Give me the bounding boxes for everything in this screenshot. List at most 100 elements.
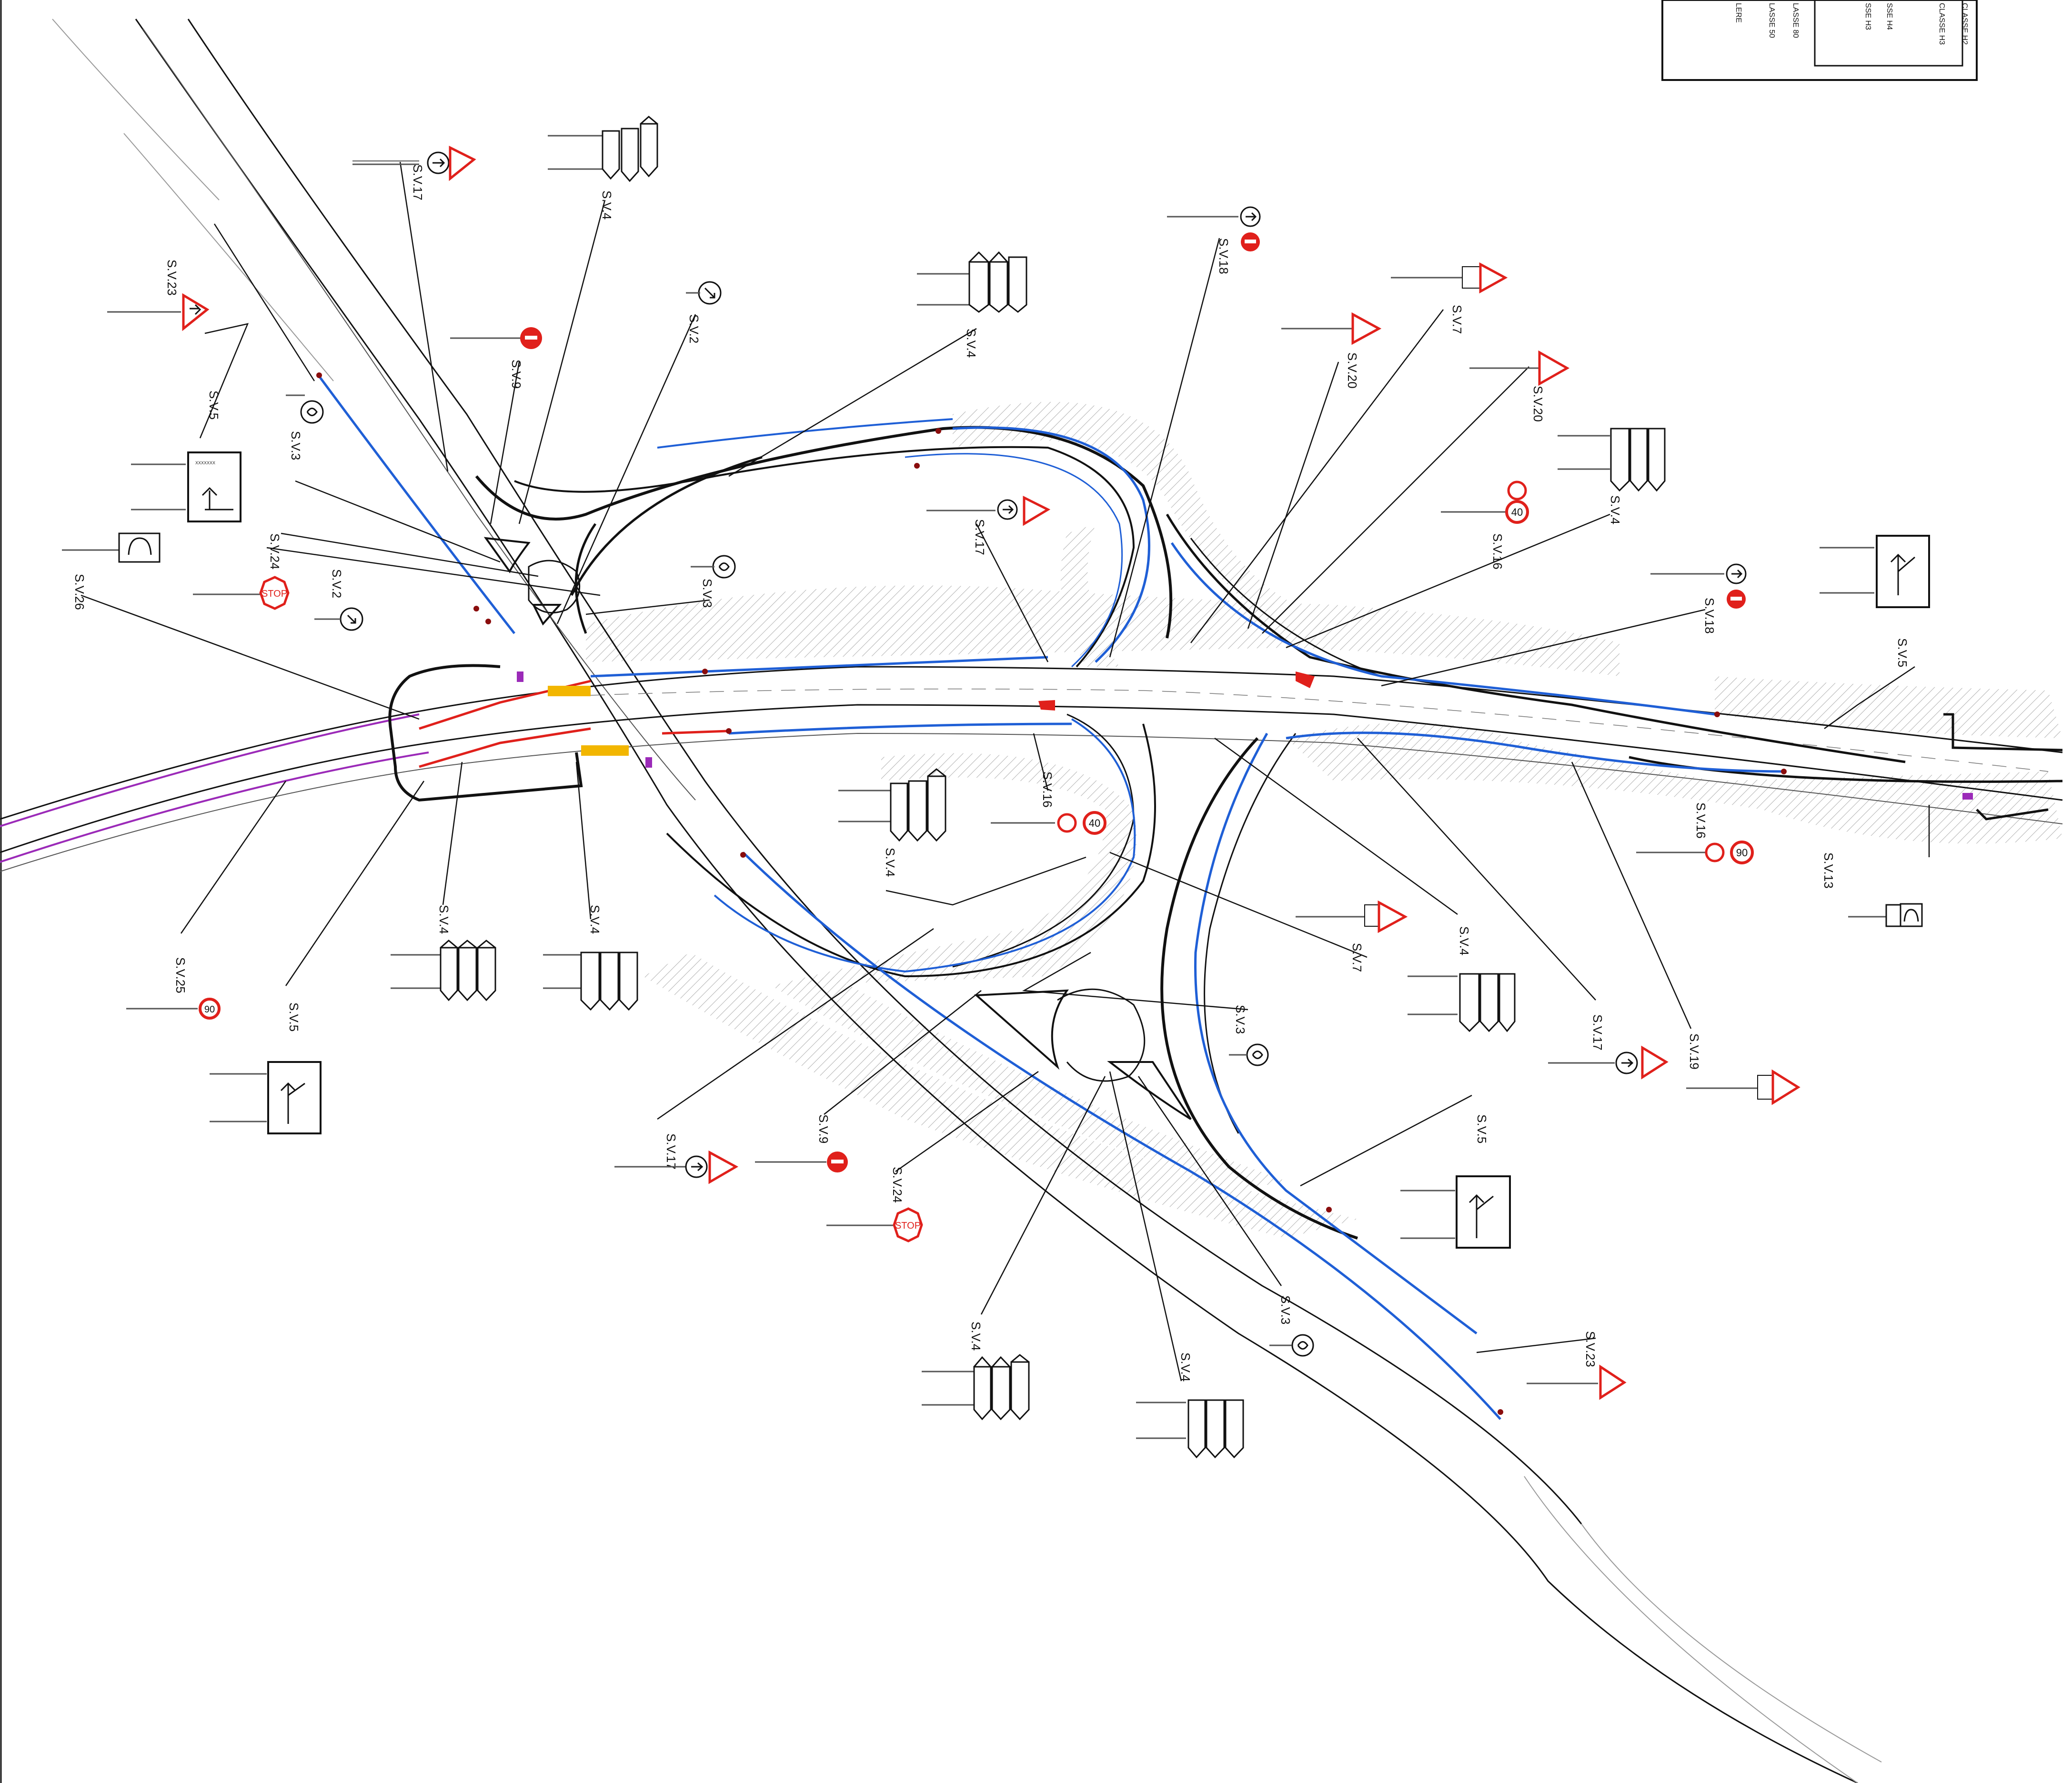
stop-sign-text: STOP: [895, 1221, 921, 1231]
lane-diagram-sign-icon: [1456, 1175, 1511, 1249]
sign-code: S.V.4: [969, 1322, 983, 1351]
sign-code: S.V.4: [1178, 1352, 1193, 1382]
sign-sv17-center: S.V.17: [926, 495, 1051, 555]
sign-code: S.V.24: [268, 533, 282, 570]
sign-sv4-sw1: S.V.4: [391, 905, 496, 1002]
sign-code: S.V.7: [1350, 943, 1364, 972]
sign-code: S.V.5: [1895, 638, 1910, 667]
sign-sv4-ne: S.V.4: [1558, 428, 1666, 524]
sign-sv16-right: S.V.16 90: [1636, 802, 1754, 864]
roundabout-sign-icon: [300, 400, 324, 424]
road-network: [0, 19, 2063, 1783]
speed-limit-90-sign-icon: [199, 998, 221, 1020]
sign-sv4-se: S.V.4: [1408, 926, 1516, 1032]
speed-limit-40-sign-icon: [1083, 811, 1106, 835]
sign-code: S.V.26: [72, 574, 87, 610]
sign-code: S.V.16: [1490, 533, 1505, 570]
sign-code: S.V.3: [1233, 1005, 1247, 1034]
sign-code: S.V.3: [700, 579, 714, 608]
yield-sign-icon: [1641, 1045, 1669, 1080]
sign-sv3-left: S.V.3: [286, 394, 324, 460]
sign-sv4-south2: S.V.4: [1136, 1352, 1244, 1459]
sign-sv26-left: S.V.26: [62, 532, 161, 610]
yield-sign-icon: [1023, 495, 1051, 526]
lane-diagram-sign-icon: [267, 1061, 322, 1134]
sign-code: S.V.25: [173, 957, 188, 993]
sign-sv18-right: S.V.18: [1650, 563, 1747, 634]
sign-sv24-left: S.V.24 STOP: [193, 533, 290, 610]
legend-item: SSE H3: [1864, 3, 1872, 30]
sign-sv9-top: S.V.9: [450, 327, 542, 389]
sign-sv4-cs: S.V.4: [838, 768, 946, 877]
sign-sv2-top: S.V.2: [686, 281, 722, 343]
sign-code: S.V.16: [1040, 771, 1055, 808]
speed-value: 40: [1089, 817, 1100, 829]
merge-warning-sign-icon: [1599, 1364, 1627, 1400]
stop-sign-text: STOP: [262, 589, 287, 599]
sign-sv5-sw: S.V.5: [210, 1002, 322, 1134]
sign-sv17-top: S.V.17: [352, 145, 476, 200]
sign-sv18-top: S.V.18: [1167, 206, 1261, 274]
sign-sv25: S.V.25 90: [126, 957, 221, 1020]
sign-sv5-left: S.V.5 XXXXXXX: [131, 391, 241, 522]
speed-value: 90: [204, 1004, 215, 1015]
sign-code: S.V.9: [816, 1114, 831, 1143]
sign-code: S.V.17: [664, 1133, 678, 1170]
legend-box: CLASSE H2 CLASSE H3 SSE H4 SSE H3 LASSE …: [1661, 0, 1978, 81]
legend-item: CLASSE H2: [1961, 3, 1969, 45]
markers: [316, 372, 1787, 1415]
legend-item: LASSE 50: [1768, 3, 1776, 38]
sign-code: S.V.5: [1475, 1114, 1489, 1143]
legend-item: SSE H4: [1885, 3, 1893, 30]
sign-sv23-left: S.V.23: [107, 260, 210, 331]
sign-sv19: S.V.19: [1686, 1033, 1800, 1105]
sign-sv24-south: S.V.24 STOP: [826, 1167, 923, 1242]
sign-sv5-ne: S.V.5: [1820, 535, 1930, 667]
legend-item: LERE: [1734, 3, 1742, 23]
lane-end-warning-sign-icon: [1538, 350, 1570, 386]
leader-lines: [80, 161, 1930, 1382]
tunnel-sign-icon: [1900, 903, 1923, 927]
speed-value: 90: [1736, 847, 1748, 859]
sign-code: S.V.19: [1687, 1033, 1701, 1070]
yield-sign-icon: [449, 145, 476, 181]
sign-sv3-south: S.V.3: [1229, 1005, 1269, 1066]
legend-item: CLASSE H3: [1938, 3, 1946, 45]
guard-rails: [318, 375, 1787, 1420]
sign-code: S.V.17: [973, 519, 987, 555]
sign-code: S.V.3: [289, 431, 303, 460]
sign-sv16-center: S.V.16 40: [991, 771, 1106, 835]
sign-code: S.V.20: [1531, 386, 1545, 422]
roundabout-sign-icon: [1246, 1043, 1269, 1066]
sign-code: S.V.18: [1217, 238, 1231, 274]
stop-sign-icon: [259, 576, 290, 610]
sign-code: S.V.16: [1694, 802, 1708, 839]
speed-limit-40-sign-icon: [1505, 500, 1529, 524]
sign-sv17-se: S.V.17: [1548, 1014, 1669, 1080]
sign-code: S.V.9: [509, 360, 523, 389]
sign-code: S.V.2: [687, 314, 701, 343]
sign-code: S.V.4: [588, 905, 602, 934]
merge-warning-sign-icon: [182, 293, 210, 331]
sign-code: S.V.13: [1821, 852, 1836, 889]
sign-sv7-top: S.V.7: [1391, 262, 1508, 334]
sign-code: S.V.4: [883, 848, 897, 877]
sign-sv16-ne: S.V.16 40: [1441, 481, 1529, 570]
sign-sv7-south: S.V.7: [1296, 900, 1408, 972]
sign-code: S.V.18: [1702, 598, 1717, 634]
sign-code: S.V.2: [330, 569, 344, 598]
speed-value: 40: [1511, 506, 1523, 518]
sign-sv5-south: S.V.5: [1400, 1114, 1511, 1249]
lane-diagram-sign-icon: [1876, 535, 1930, 608]
sign-sv4-top: S.V.4: [548, 116, 658, 220]
embankment-slopes: [586, 401, 2062, 1238]
sign-sv4-north: S.V.4: [917, 251, 1027, 358]
sign-sv20-b: S.V.20: [1469, 350, 1570, 422]
sign-sv13: S.V.13: [1821, 852, 1923, 927]
sign-code: S.V.7: [1450, 305, 1464, 334]
sign-code: S.V.17: [411, 164, 425, 200]
stop-sign-icon: [893, 1207, 923, 1242]
sign-code: S.V.5: [207, 391, 221, 420]
sign-sv4-sw2: S.V.4: [543, 905, 638, 1011]
